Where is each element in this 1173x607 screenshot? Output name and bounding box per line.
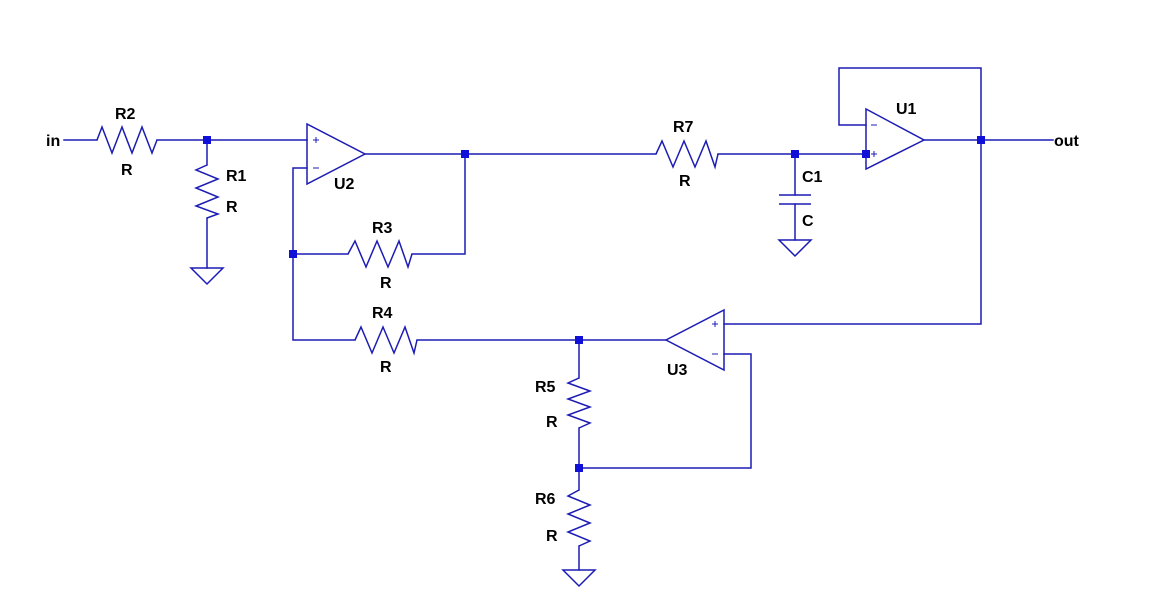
junction-out: [977, 136, 985, 144]
zigzag-resistor-icon: [655, 138, 719, 170]
plus-sign-icon: [313, 137, 319, 143]
ref-label-r4: R4: [372, 305, 393, 322]
resistor-r5: [565, 377, 593, 429]
value-label-r1: R: [226, 199, 238, 216]
resistor-r4: [354, 324, 418, 356]
net-label-in: in: [46, 133, 60, 150]
resistor-r7: [655, 138, 719, 170]
junctions: [203, 136, 985, 472]
ref-label-r2: R2: [115, 106, 136, 123]
opamp-triangle-icon: [306, 122, 367, 186]
opamp-u1: [865, 107, 926, 171]
opamp-u2: [306, 122, 367, 186]
plus-sign-icon: [712, 321, 718, 327]
plus-sign-icon: [871, 151, 877, 157]
ground-symbol-icon: [189, 267, 225, 286]
ref-label-r7: R7: [673, 119, 694, 136]
ref-label-r6: R6: [535, 491, 556, 508]
net-label-out: out: [1054, 133, 1080, 150]
zigzag-resistor-icon: [96, 124, 158, 156]
ref-label-u3: U3: [667, 362, 688, 379]
value-label-c1: C: [802, 213, 814, 230]
labels: in out R2 R R1 R R3 R R4 R R7 R R5 R R6 …: [46, 101, 1080, 545]
value-label-r3: R: [380, 275, 392, 292]
junction-node-f: [575, 464, 583, 472]
wire-r3-to-node-b: [411, 153, 466, 255]
resistor-r1: [193, 164, 221, 219]
zigzag-resistor-icon: [193, 164, 221, 219]
ref-label-u2: U2: [334, 176, 355, 193]
ref-label-r5: R5: [535, 379, 556, 396]
ref-label-r3: R3: [372, 220, 393, 237]
junction-node-b: [461, 150, 469, 158]
resistor-r2: [96, 124, 158, 156]
junction-node-e: [575, 336, 583, 344]
value-label-r7: R: [679, 173, 691, 190]
opamp-triangle-icon: [664, 308, 725, 372]
resistor-r3: [347, 238, 413, 270]
zigzag-resistor-icon: [565, 377, 593, 429]
ground-symbol-icon: [777, 239, 813, 258]
wire-out-to-u3-plus: [723, 139, 982, 325]
value-label-r6: R: [546, 528, 558, 545]
zigzag-resistor-icon: [566, 489, 592, 547]
wire-u3-minus-feedback: [578, 353, 752, 469]
junction-node-a: [203, 136, 211, 144]
zigzag-resistor-icon: [354, 324, 418, 356]
resistor-r6: [566, 489, 592, 547]
junction-node-d: [791, 150, 799, 158]
ref-label-c1: C1: [802, 169, 823, 186]
ref-label-r1: R1: [226, 168, 247, 185]
opamp-u3: [664, 308, 725, 372]
junction-u1-plus: [862, 150, 870, 158]
ground-symbol-icon: [561, 569, 597, 588]
value-label-r4: R: [380, 359, 392, 376]
ref-label-u1: U1: [896, 101, 917, 118]
capacitor-c1: [779, 194, 811, 205]
junction-node-c: [289, 250, 297, 258]
zigzag-resistor-icon: [347, 238, 413, 270]
wires: [63, 67, 1054, 571]
opamp-triangle-icon: [865, 107, 926, 171]
wire-u1-minus-feedback: [838, 67, 982, 141]
value-label-r5: R: [546, 414, 558, 431]
value-label-r2: R: [121, 162, 133, 179]
